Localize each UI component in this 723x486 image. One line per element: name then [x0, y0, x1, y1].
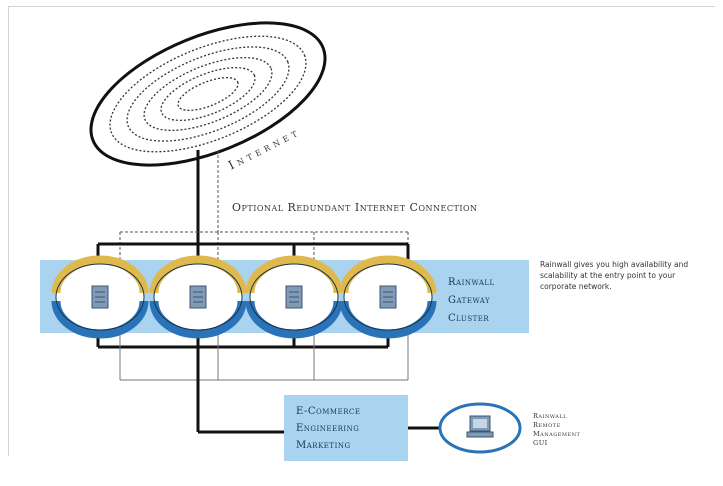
- cluster-node[interactable]: Firewall Rainwall E: [149, 255, 247, 339]
- cluster-label-line: Rainwall: [448, 277, 495, 288]
- node-firewall-label: Firewall: [281, 267, 308, 274]
- cluster-node[interactable]: Firewall Rainwall E: [245, 255, 343, 339]
- cluster-node[interactable]: Firewall Rainwall E: [51, 255, 149, 339]
- cluster-label: Rainwall Gateway Cluster: [448, 274, 528, 328]
- server-icon: [189, 285, 207, 309]
- node-firewall-label: Firewall: [87, 267, 114, 274]
- management-gui-node[interactable]: [438, 402, 522, 454]
- departments-box[interactable]: [284, 395, 408, 461]
- department-item: Engineering: [296, 423, 360, 434]
- node-rainwall-label: Rainwall E: [83, 322, 118, 329]
- server-icon: [285, 285, 303, 309]
- server-icon: [91, 285, 109, 309]
- cluster-label-line: Gateway: [448, 295, 491, 306]
- server-icon: [379, 285, 397, 309]
- departments-label: E-Commerce Engineering Marketing: [296, 403, 406, 454]
- node-firewall-label: Firewall: [375, 267, 402, 274]
- node-rainwall-label: Rainwall E: [371, 322, 406, 329]
- node-rainwall-label: Rainwall E: [277, 322, 312, 329]
- internal-link: [196, 347, 284, 434]
- frame-top-border: [8, 6, 715, 7]
- cluster-label-line: Cluster: [448, 313, 490, 324]
- redundant-connection-label: Optional Redundant Internet Connection: [232, 201, 478, 214]
- management-bus: [119, 330, 409, 381]
- cluster-node[interactable]: Firewall Rainwall E: [339, 255, 437, 339]
- gui-label-line: Remote: [533, 421, 561, 429]
- node-rainwall-label: Rainwall E: [181, 322, 216, 329]
- department-item: Marketing: [296, 440, 351, 451]
- node-firewall-label: Firewall: [185, 267, 212, 274]
- gui-label-line: Management: [533, 430, 581, 438]
- computer-icon: [466, 415, 494, 438]
- gui-label-line: Rainwall: [533, 412, 567, 420]
- frame-left-border: [8, 6, 9, 456]
- gui-label-line: GUI: [533, 439, 548, 447]
- internet-cloud: [89, 21, 327, 167]
- gui-label: Rainwall Remote Management GUI: [533, 412, 613, 448]
- department-item: E-Commerce: [296, 406, 361, 417]
- redundant-bus: [119, 231, 409, 262]
- description-text: Rainwall gives you high availability and…: [540, 260, 689, 291]
